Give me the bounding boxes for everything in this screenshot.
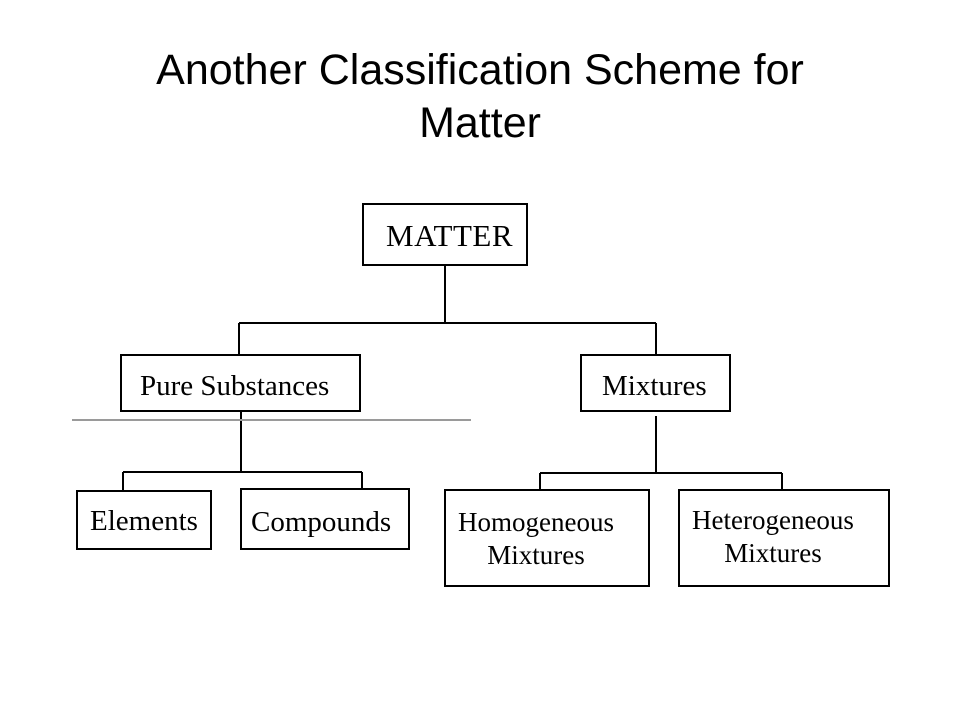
heterogeneous-mixtures-box: Heterogeneous Mixtures — [678, 489, 890, 587]
slide-title-line-1: Another Classification Scheme for — [156, 46, 804, 94]
pure-substances-label: Pure Substances — [140, 370, 330, 402]
compounds-box: Compounds — [240, 488, 410, 550]
elements-label: Elements — [90, 505, 198, 537]
matter-label: MATTER — [386, 218, 513, 253]
slide-title-line-2: Matter — [419, 99, 541, 147]
compounds-label: Compounds — [251, 506, 392, 538]
elements-box: Elements — [76, 490, 212, 550]
pure-substances-box: Pure Substances — [120, 354, 361, 412]
mixtures-label: Mixtures — [602, 370, 707, 402]
matter-box: MATTER — [362, 203, 528, 266]
mixtures-box: Mixtures — [580, 354, 731, 412]
slide-title: Another Classification Scheme for Matter — [0, 44, 960, 150]
homogeneous-mixtures-label: Homogeneous Mixtures — [458, 507, 614, 570]
heterogeneous-mixtures-label: Heterogeneous Mixtures — [692, 505, 854, 568]
homogeneous-mixtures-box: Homogeneous Mixtures — [444, 489, 650, 587]
